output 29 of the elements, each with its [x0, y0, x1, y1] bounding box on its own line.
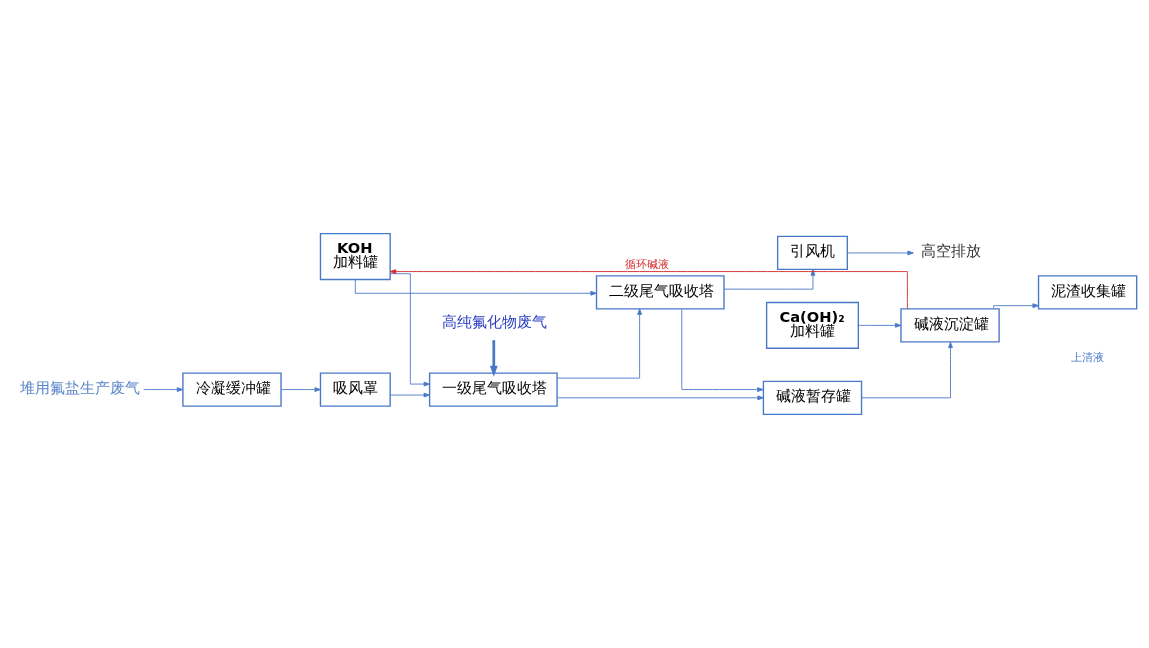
node-text: 高空排放: [920, 242, 981, 260]
arrow: [489, 340, 498, 377]
node-box: Ca(OH)₂ 加料罐: [765, 301, 860, 349]
node-box: KOH 加料罐: [319, 233, 391, 281]
arrow: [847, 250, 914, 256]
arrow: [681, 308, 764, 392]
label: 上清液: [1070, 351, 1104, 365]
arrow: [390, 392, 430, 398]
node-box: 二级尾气吸收塔: [595, 275, 725, 310]
node-box: 碱液沉淀罐: [900, 308, 1000, 343]
arrow: [390, 273, 431, 387]
edge-label: 循环碱液: [625, 258, 670, 272]
node-box: 冷凝缓冲罐: [182, 372, 282, 407]
node-box: 泥渣收集罐: [1037, 275, 1138, 310]
node-box: 吸风罩: [319, 372, 391, 407]
node-box: 引风机: [776, 235, 849, 271]
arrow: [993, 303, 1039, 310]
arrow: [723, 269, 816, 290]
arrow: [861, 341, 953, 399]
arrow: [389, 269, 908, 310]
node-box: 一级尾气吸收塔: [428, 372, 558, 407]
arrow: [858, 323, 902, 328]
arrow: [557, 308, 642, 379]
node-text: 高纯氟化物废气: [442, 313, 548, 331]
arrow: [143, 387, 184, 392]
node-box: 碱液暂存罐: [762, 380, 863, 415]
arrow: [556, 395, 764, 401]
node-text: 堆用氟盐生产废气: [19, 379, 140, 397]
arrow: [280, 387, 321, 392]
